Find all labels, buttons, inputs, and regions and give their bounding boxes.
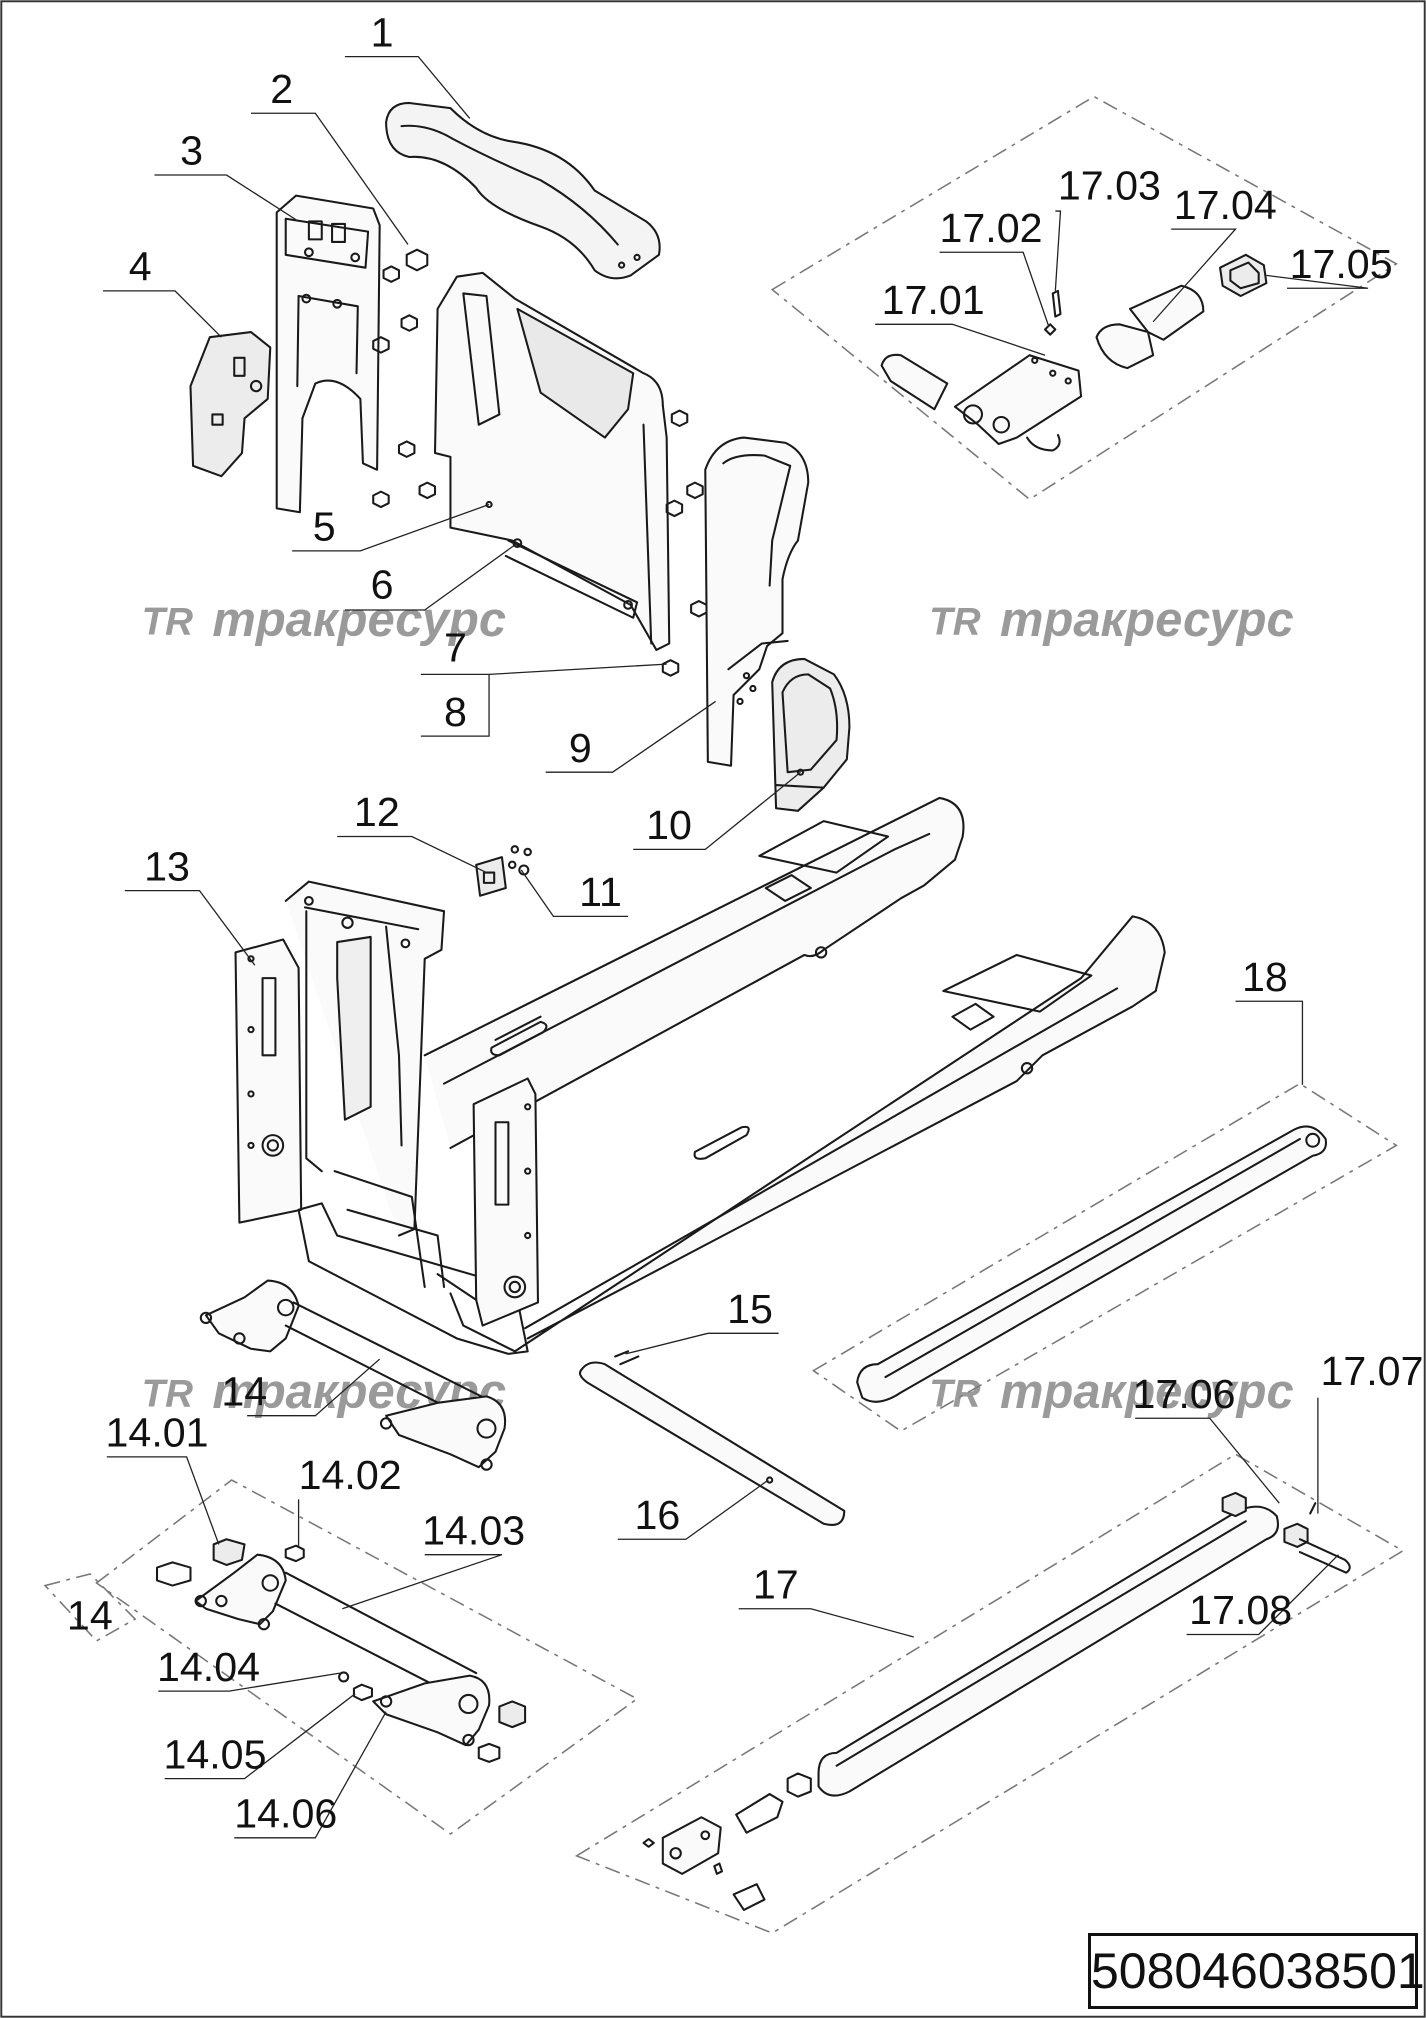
callout-15: 15 — [727, 1286, 773, 1332]
leader-lines — [102, 55, 1369, 1839]
joint-detail-part — [880, 253, 1268, 452]
fork-frame-part — [234, 796, 1166, 1355]
callout-17-05: 17.05 — [1290, 241, 1393, 287]
callout-11: 11 — [579, 869, 622, 915]
callout-14-02: 14.02 — [299, 1452, 402, 1498]
watermark-text: тракресурс — [212, 593, 506, 647]
axle-assembly-part — [199, 1279, 507, 1471]
fasteners-part — [661, 409, 708, 677]
callout-17-01: 17.01 — [882, 277, 985, 323]
group-18-outline — [811, 1082, 1398, 1433]
group-outlines — [43, 95, 1405, 1934]
callout-17-03: 17.03 — [1058, 162, 1161, 208]
callout-17-07: 17.07 — [1320, 1348, 1423, 1394]
side-cover-part — [189, 331, 272, 478]
callout-17: 17 — [753, 1561, 799, 1607]
callout-14-group: 14 — [67, 1592, 113, 1638]
callout-10: 10 — [646, 802, 692, 848]
callout-3: 3 — [180, 128, 203, 174]
callout-17-06: 17.06 — [1133, 1371, 1236, 1417]
watermark: TR тракресурс TR тракресурс TR тракресур… — [142, 593, 1294, 1419]
shaft-part — [579, 1350, 846, 1526]
group-17-outline — [574, 1453, 1405, 1934]
group-17-detail-outline — [770, 95, 1398, 501]
callout-14: 14 — [221, 1368, 267, 1414]
callout-18: 18 — [1242, 954, 1288, 1000]
callout-16: 16 — [634, 1492, 680, 1538]
watermark-logo: TR — [929, 1373, 981, 1416]
callout-1: 1 — [371, 9, 394, 55]
callout-4: 4 — [129, 244, 152, 290]
side-panel-left-part — [275, 194, 381, 514]
handle-grip-part — [385, 101, 661, 280]
callout-8: 8 — [444, 689, 467, 735]
watermark-logo: TR — [142, 600, 194, 643]
axle-exploded-part — [155, 1538, 527, 1763]
main-housing-part — [433, 271, 671, 651]
callout-2: 2 — [270, 66, 293, 112]
group-14-tag-outline — [43, 1573, 137, 1642]
group-14-outline — [95, 1479, 639, 1835]
plate-and-screws-part — [475, 845, 532, 897]
callout-14-01: 14.01 — [106, 1410, 209, 1456]
callout-13: 13 — [144, 843, 190, 889]
callout-17-08: 17.08 — [1189, 1587, 1292, 1633]
side-panel-right-part — [704, 436, 810, 767]
document-number: 508046038501 — [1088, 1933, 1425, 2009]
watermark-text: тракресурс — [1000, 593, 1294, 647]
callout-labels: 1 2 3 4 5 6 7 8 9 10 11 12 13 14 14 15 1… — [67, 9, 1424, 1836]
callout-6: 6 — [371, 561, 394, 607]
callout-14-04: 14.04 — [157, 1644, 260, 1690]
tie-rod-part — [856, 1125, 1327, 1403]
side-cap-part — [771, 657, 851, 812]
watermark-logo: TR — [929, 600, 981, 643]
callout-14-06: 14.06 — [234, 1791, 337, 1837]
watermark-logo: TR — [142, 1373, 194, 1416]
callout-17-02: 17.02 — [940, 205, 1043, 251]
callout-9: 9 — [569, 725, 592, 771]
watermark-text: тракресурс — [1000, 1365, 1294, 1419]
tie-rod-17-part — [642, 1491, 1351, 1911]
callout-14-05: 14.05 — [163, 1731, 266, 1777]
bolts-part — [372, 248, 437, 509]
callout-12: 12 — [354, 789, 400, 835]
callout-7: 7 — [444, 625, 467, 671]
callout-14-03: 14.03 — [422, 1507, 525, 1553]
callout-17-04: 17.04 — [1174, 182, 1277, 228]
callout-5: 5 — [313, 504, 336, 550]
